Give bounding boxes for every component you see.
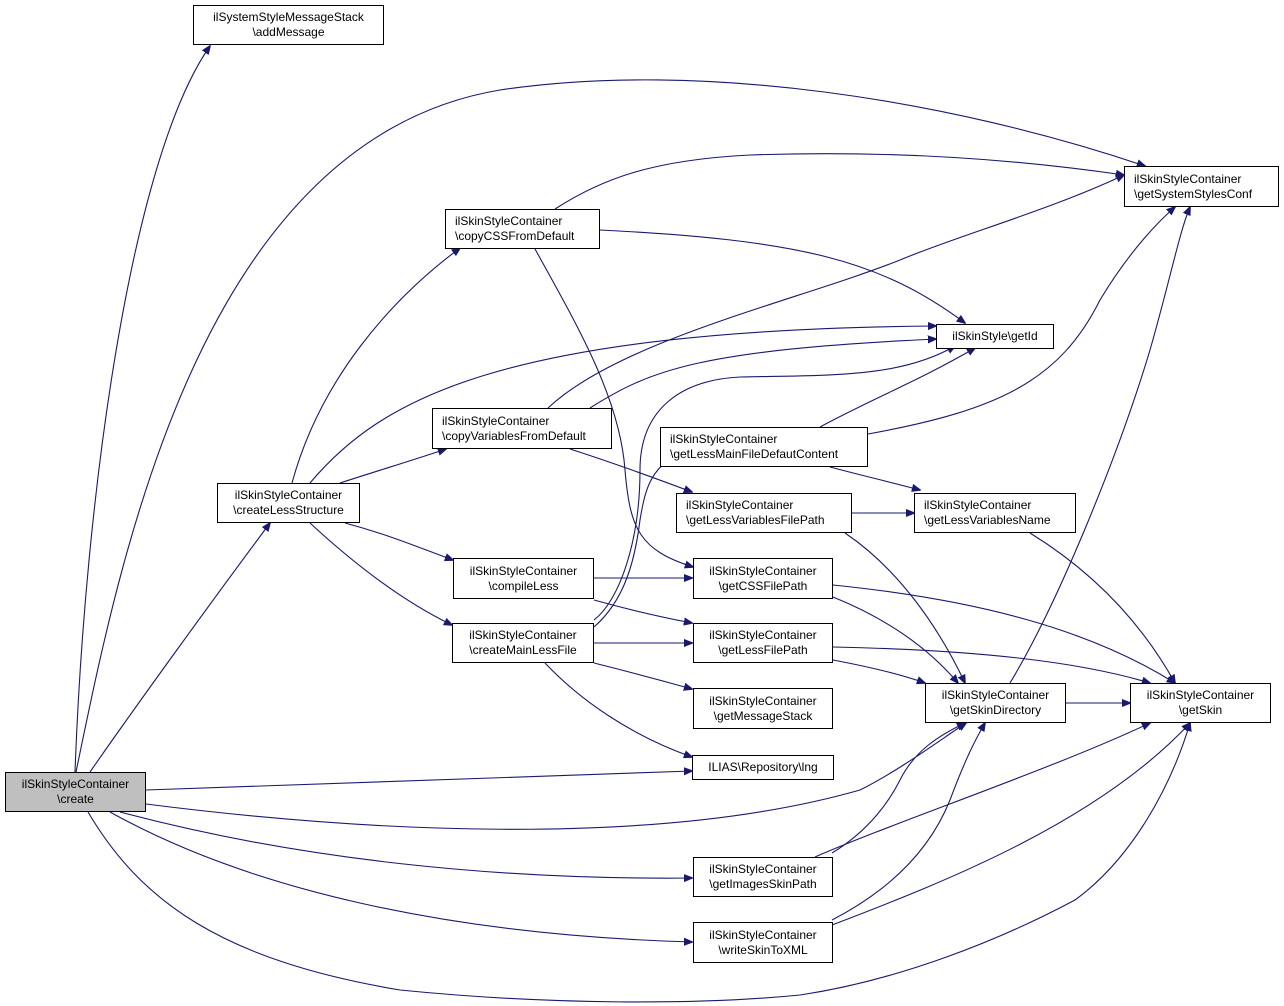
node-create[interactable]: ilSkinStyleContainer \create [5, 772, 146, 812]
edge-createMainLessFile-lng [544, 662, 692, 757]
edge-create-lng [145, 771, 692, 791]
node-getCSSFilePath-line1: ilSkinStyleContainer [709, 563, 817, 578]
edge-copyVariablesFromDefault-getLessVariablesFilePath [569, 448, 692, 492]
node-lng[interactable]: ILIAS\Repository\lng [692, 755, 834, 780]
node-getLessFilePath-line2: \getLessFilePath [718, 643, 808, 657]
node-addMessage-line2: \addMessage [252, 25, 325, 39]
node-getId[interactable]: ilSkinStyle\getId [936, 324, 1054, 349]
node-getSkinDirectory-line1: ilSkinStyleContainer [941, 688, 1050, 702]
node-getLessFilePath-line1: ilSkinStyleContainer [709, 628, 817, 642]
edge-createLessStructure-copyCSSFromDefault [291, 248, 460, 484]
edge-getSkinDirectory-getSystemStylesConf [1009, 207, 1190, 684]
node-createLessStructure-line1: ilSkinStyleContainer [234, 488, 343, 502]
edge-writeSkinToXML-getSkin [831, 723, 1190, 926]
node-writeSkinToXML-line1: ilSkinStyleContainer [709, 927, 817, 942]
node-compileLess-line2: \compileLess [488, 578, 559, 593]
node-createMainLessFile-line2: \createMainLessFile [469, 643, 577, 657]
node-create-line2: \create [57, 792, 94, 806]
edge-createMainLessFile-getLessMainFileDefautContent [593, 455, 676, 628]
node-getSystemStylesConf-line1: ilSkinStyleContainer [1134, 171, 1242, 186]
node-writeSkinToXML[interactable]: ilSkinStyleContainer \writeSkinToXML [693, 922, 833, 963]
edge-getLessMainFileDefautContent-getId [819, 348, 975, 428]
edge-getImagesSkinPath-getSkin [814, 723, 1150, 858]
node-createMainLessFile-line1: ilSkinStyleContainer [469, 628, 577, 642]
edge-getLessFilePath-getSkinDirectory [832, 659, 925, 683]
edge-createMainLessFile-getMessageStack [593, 662, 692, 689]
node-create-line1: ilSkinStyleContainer [21, 777, 130, 791]
edge-create-getSystemStylesConf [75, 79, 1145, 773]
node-getLessMainFileDefautContent-line2: \getLessMainFileDefautContent [670, 447, 839, 461]
node-getCSSFilePath-line2: \getCSSFilePath [718, 578, 808, 593]
edge-getCSSFilePath-getSkin [832, 584, 1175, 683]
node-copyCSSFromDefault-line2: \copyCSSFromDefault [455, 229, 575, 243]
node-getSkin[interactable]: ilSkinStyleContainer \getSkin [1130, 683, 1271, 723]
edge-create-writeSkinToXML [109, 811, 692, 942]
edge-writeSkinToXML-getSkinDirectory [831, 723, 985, 921]
node-lng-line1: ILIAS\Repository\lng [708, 760, 818, 774]
edge-getLessVariablesName-getSkin [1029, 532, 1175, 683]
node-copyCSSFromDefault-line1: ilSkinStyleContainer [455, 214, 563, 228]
edge-getLessMainFileDefautContent-getSystemStylesConf [867, 207, 1175, 435]
node-getLessVariablesName-line1: ilSkinStyleContainer [924, 498, 1032, 512]
edge-createLessStructure-compileLess [344, 522, 453, 560]
node-compileLess-line1: ilSkinStyleContainer [469, 563, 578, 578]
node-getLessFilePath[interactable]: ilSkinStyleContainer \getLessFilePath [693, 623, 833, 663]
node-getImagesSkinPath[interactable]: ilSkinStyleContainer \getImagesSkinPath [693, 857, 833, 897]
node-getLessVariablesFilePath-line1: ilSkinStyleContainer [686, 498, 794, 512]
edge-copyVariablesFromDefault-getId [589, 339, 936, 409]
node-getMessageStack-line2: \getMessageStack [713, 708, 813, 723]
edge-create-getSkin [87, 723, 1190, 1003]
edge-createLessStructure-copyVariablesFromDefault [339, 449, 446, 484]
edge-create-createLessStructure [89, 523, 270, 773]
node-addMessage-line1: ilSystemStyleMessageStack [213, 10, 364, 24]
node-addMessage[interactable]: ilSystemStyleMessageStack \addMessage [193, 5, 384, 45]
edge-copyCSSFromDefault-getId [599, 229, 965, 323]
node-getSkinDirectory[interactable]: ilSkinStyleContainer \getSkinDirectory [925, 683, 1066, 723]
node-writeSkinToXML-line2: \writeSkinToXML [718, 942, 808, 957]
node-getMessageStack[interactable]: ilSkinStyleContainer \getMessageStack [693, 688, 833, 729]
edge-copyCSSFromDefault-getSystemStylesConf [554, 153, 1124, 210]
edge-createMainLessFile-getId [593, 346, 955, 621]
edge-create-addMessage [74, 46, 210, 773]
node-copyVariablesFromDefault[interactable]: ilSkinStyleContainer \copyVariablesFromD… [432, 408, 612, 449]
node-getLessVariablesName[interactable]: ilSkinStyleContainer \getLessVariablesNa… [914, 493, 1076, 533]
node-getSystemStylesConf-line2: \getSystemStylesConf [1134, 186, 1253, 201]
edge-createLessStructure-createMainLessFile [309, 522, 452, 625]
edge-compileLess-getLessFilePath [593, 599, 692, 623]
node-getImagesSkinPath-line2: \getImagesSkinPath [709, 877, 817, 891]
node-compileLess[interactable]: ilSkinStyleContainer \compileLess [453, 558, 594, 599]
node-getLessVariablesFilePath-line2: \getLessVariablesFilePath [686, 513, 825, 527]
node-getSkinDirectory-line2: \getSkinDirectory [949, 703, 1042, 717]
edge-copyCSSFromDefault-getCSSFilePath [534, 248, 693, 567]
edge-createLessStructure-getId [309, 326, 936, 484]
node-getCSSFilePath[interactable]: ilSkinStyleContainer \getCSSFilePath [693, 558, 833, 599]
node-getId-line1: ilSkinStyle\getId [952, 329, 1038, 343]
edge-getLessMainFileDefautContent-getLessVariablesName [829, 466, 920, 490]
node-getSkin-line2: \getSkin [1178, 703, 1223, 717]
edge-getLessVariablesFilePath-getSkinDirectory [844, 532, 965, 683]
node-createLessStructure[interactable]: ilSkinStyleContainer \createLessStructur… [217, 483, 360, 523]
edge-getCSSFilePath-getSkinDirectory [832, 596, 958, 683]
node-getLessVariablesFilePath[interactable]: ilSkinStyleContainer \getLessVariablesFi… [676, 493, 852, 533]
node-getImagesSkinPath-line1: ilSkinStyleContainer [709, 862, 817, 876]
edge-getImagesSkinPath-getSkinDirectory [831, 723, 965, 854]
node-copyVariablesFromDefault-line1: ilSkinStyleContainer [442, 413, 550, 428]
node-getLessMainFileDefautContent[interactable]: ilSkinStyleContainer \getLessMainFileDef… [660, 427, 868, 467]
node-copyVariablesFromDefault-line2: \copyVariablesFromDefault [442, 428, 586, 443]
node-getSystemStylesConf[interactable]: ilSkinStyleContainer \getSystemStylesCon… [1124, 166, 1279, 207]
node-getLessMainFileDefautContent-line1: ilSkinStyleContainer [670, 432, 778, 446]
node-createMainLessFile[interactable]: ilSkinStyleContainer \createMainLessFile [452, 623, 594, 663]
node-getLessVariablesName-line2: \getLessVariablesName [924, 513, 1051, 527]
edge-getLessFilePath-getSkin [832, 646, 1150, 683]
node-createLessStructure-line2: \createLessStructure [233, 503, 344, 517]
edge-create-getImagesSkinPath [119, 811, 692, 878]
edge-copyVariablesFromDefault-getSystemStylesConf [547, 175, 1124, 409]
node-getMessageStack-line1: ilSkinStyleContainer [709, 693, 817, 708]
node-copyCSSFromDefault[interactable]: ilSkinStyleContainer \copyCSSFromDefault [445, 209, 600, 249]
node-getSkin-line1: ilSkinStyleContainer [1146, 688, 1255, 702]
